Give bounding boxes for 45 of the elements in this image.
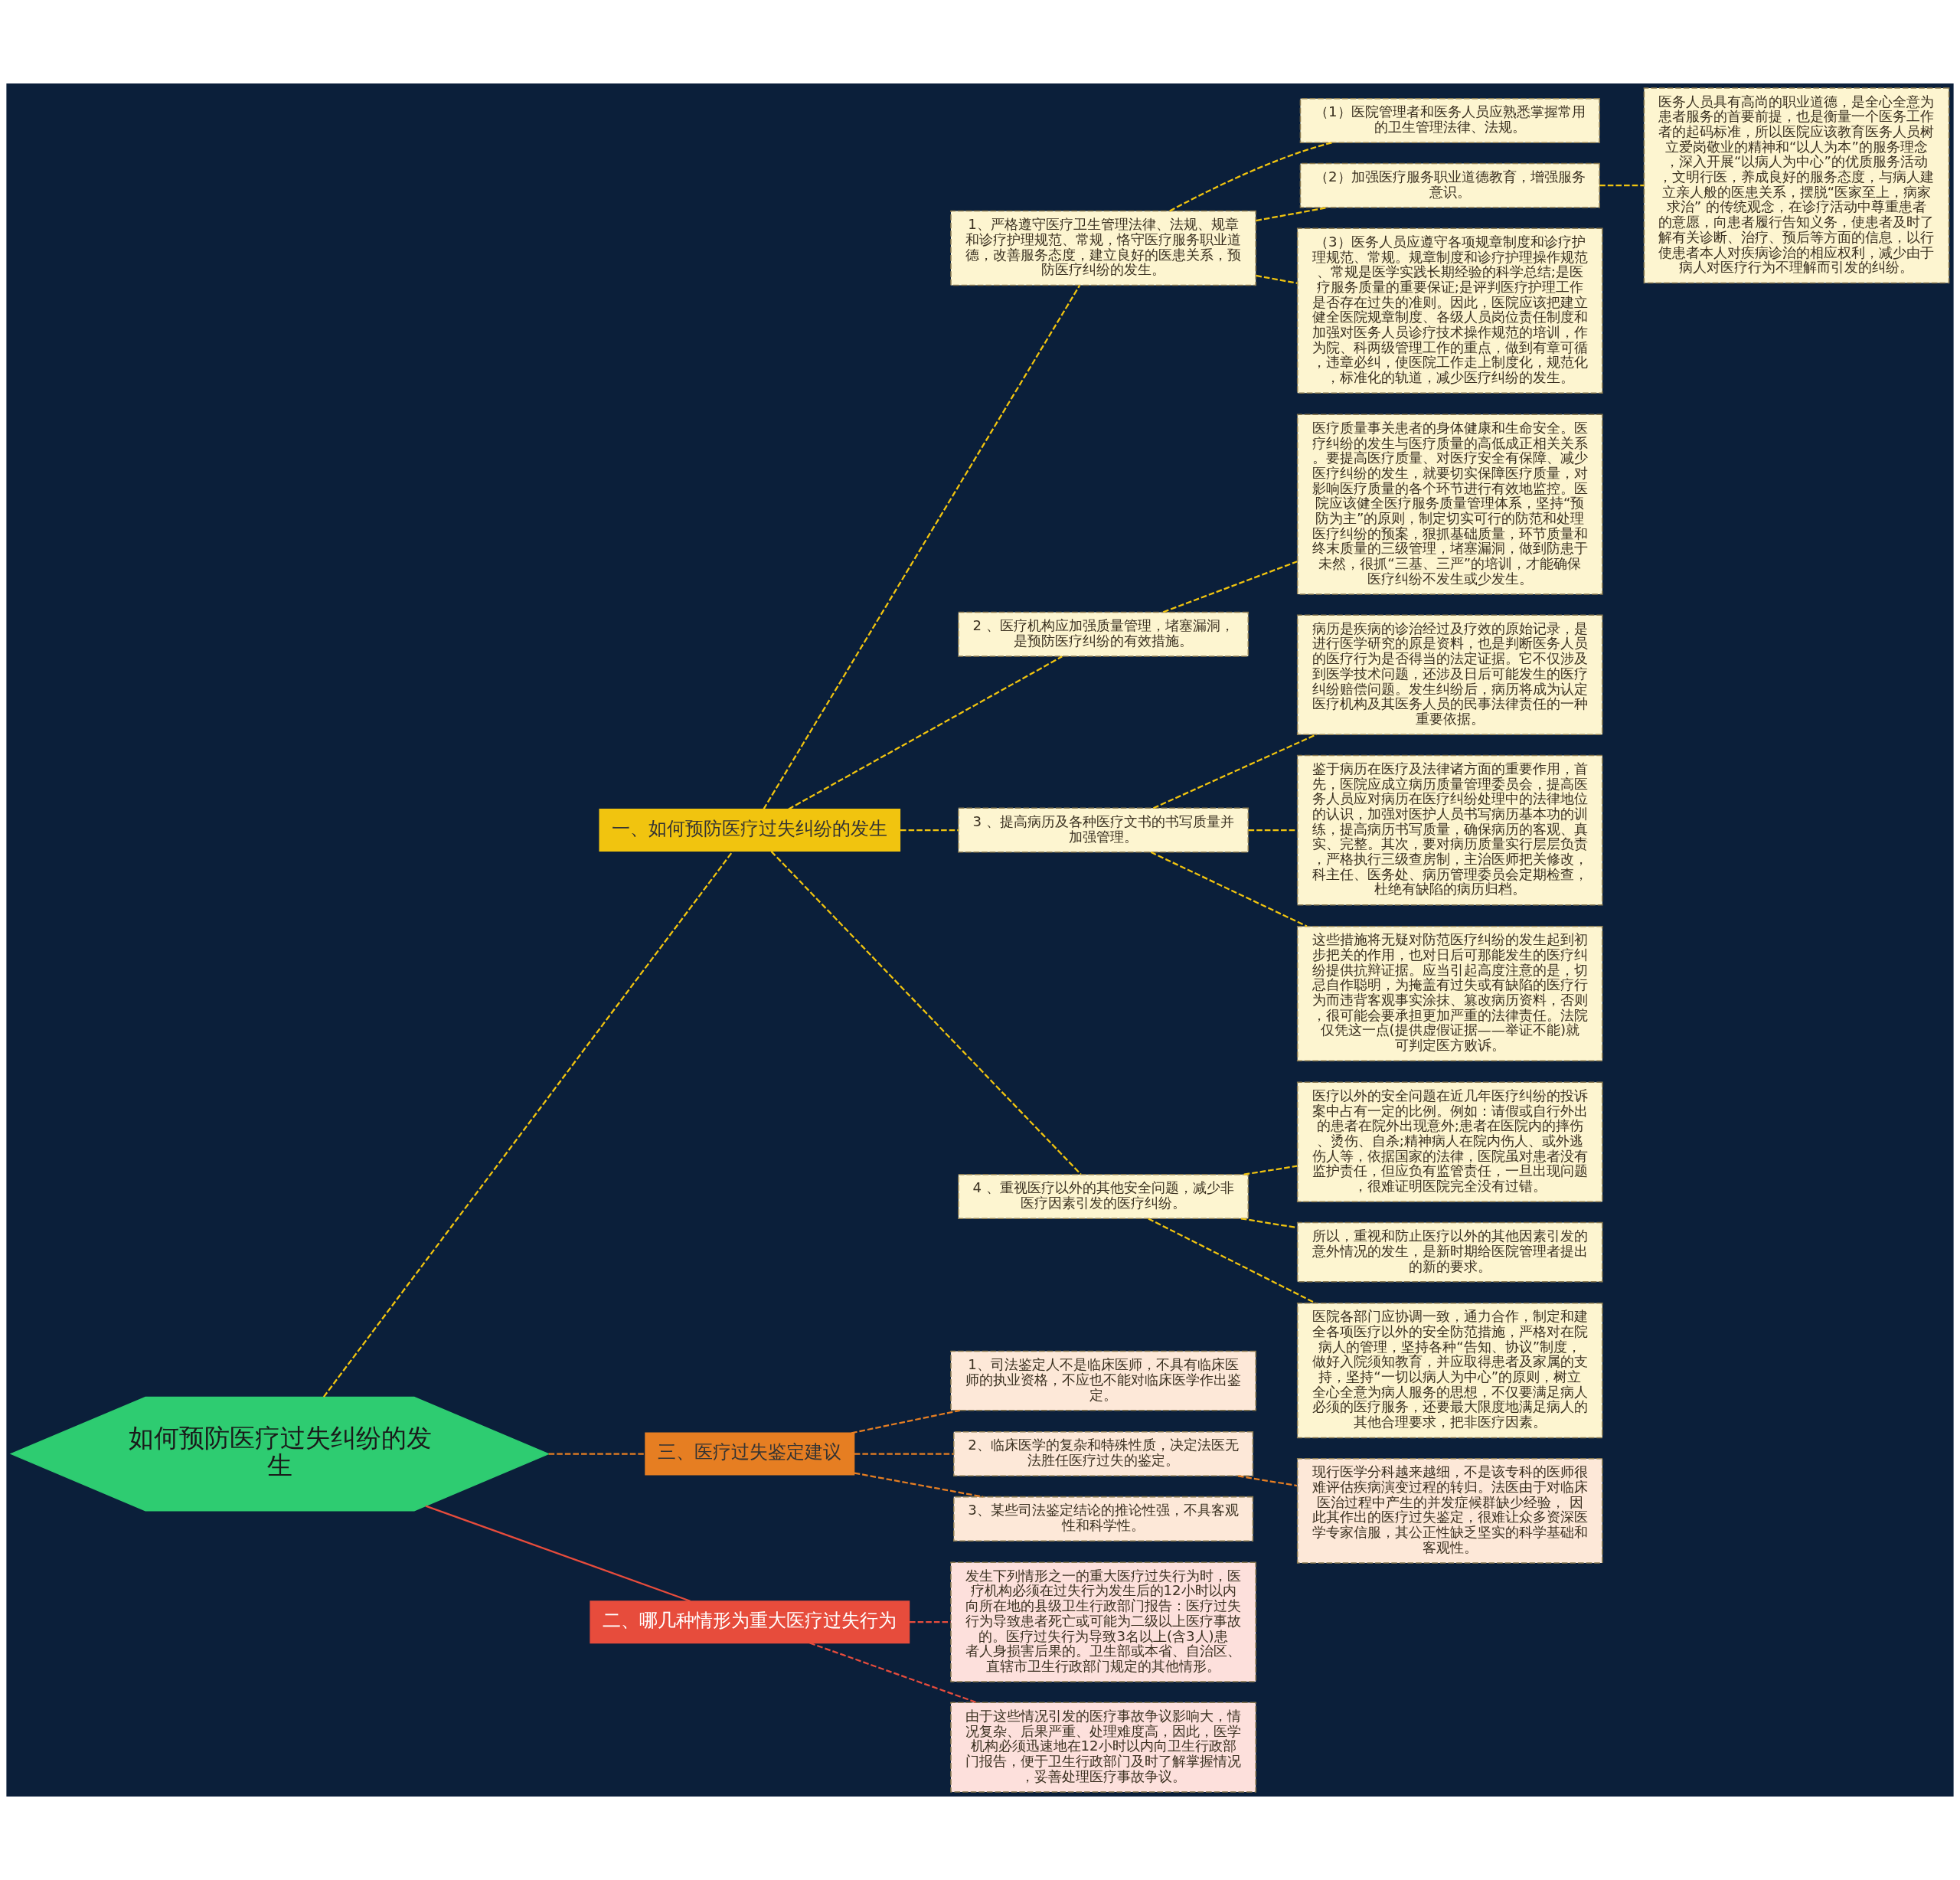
connector xyxy=(763,284,1081,810)
node-box: 医务人员具有高尚的职业道德，是全心全意为患者服务的首要前提，也是衡量一个医务工作者的起码标准，所以医院应该教育医务人员树立爱岗敬业的精神和“以人为本”的服务理念，深入开展“以病人为中心”的优质服务活动，文明行医，养成良好的服务态度，与病人建立亲人般的医患关系，摆脱“医家至上，病家求治” 的传统观念，在诊疗活动中尊重患者的意愿，向患者履行告知义务，使患者及时了解有关诊断、治疗、预后等方面的信息，以行使患者本人对疾病诊治的相应权利，减少由于病人对医疗行为不理解而引发的纠纷。 xyxy=(1643,87,1950,284)
connector xyxy=(910,1621,951,1623)
node-box: 现行医学分科越来越细，不是该专科的医师很难评估疾病演变过程的转归。法医由于对临床医治过程中产生的并发症候群缺少经验， 因此其作出的医疗过失鉴定，很难让众多资深医学专家信服，其公正性缺乏坚实的科学基础和客观性。 xyxy=(1296,1457,1603,1564)
node-box: 3、某些司法鉴定结论的推论性强，不具客观性和科学性。 xyxy=(953,1496,1254,1542)
connector xyxy=(1162,561,1298,613)
connector xyxy=(1237,1475,1298,1487)
connector xyxy=(1153,734,1317,809)
connector xyxy=(854,1453,954,1455)
node-box: 所以，重视和防止医疗以外的其他因素引发的意外情况的发生，是新时期给医院管理者提出的新的要求。 xyxy=(1296,1221,1603,1283)
node-box: 医疗以外的安全问题在近几年医疗纠纷的投诉案中占有一定的比例。例如：请假或自行外出的患者在院外出现意外;患者在医院内的摔伤、烫伤、自杀;精神病人在院内伤人、或外逃伤人等，依据国家的法律，医院虽对患者没有监护责任，但应负有监管责任，一旦出现问题，很难证明医院完全没有过错。 xyxy=(1296,1081,1603,1203)
connector xyxy=(1243,1165,1298,1175)
node-box: 1、司法鉴定人不是临床医师，不具有临床医师的执业资格，不应也不能对临床医学作出鉴定。 xyxy=(950,1350,1256,1411)
node-box: 发生下列情形之一的重大医疗过失行为时，医疗机构必须在过失行为发生后的12小时以内向所在地的县级卫生行政部门报告：医疗过失行为导致患者死亡或可能为二级以上医疗事故的。医疗过失行为导致3名以上(含3人)患者人身损害后果的。卫生部或本省、自治区、直辖市卫生行政部门规定的其他情形。 xyxy=(950,1561,1256,1682)
connector xyxy=(1169,142,1332,212)
node-box: 2、临床医学的复杂和特殊性质，决定法医无法胜任医疗过失的鉴定。 xyxy=(953,1431,1254,1477)
node-box: 由于这些情况引发的医疗事故争议影响大，情况复杂、后果严重、处理难度高，因此，医学机构必须迅速地在12小时以内向卫生行政部门报告，便于卫生行政部门及时了解掌握情况，妥善处理医疗事故争议。 xyxy=(950,1702,1256,1793)
connector xyxy=(770,851,1082,1175)
node-box: 医疗质量事关患者的身体健康和生命安全。医疗纠纷的发生与医疗质量的高低成正相关关系。要提高医疗质量、对医疗安全有保障、减少医疗纠纷的发生，就要切实保障医疗质量，对影响医疗质量的各个环节进行有效地监控。医院应该健全医疗服务质量管理体系，坚持“预防为主”的原则，制定切实可行的防范和处理医疗纠纷的预案，狠抓基础质量，环节质量和终末质量的三级管理，堵塞漏洞，做到防患于未然，很抓“三基、三严”的培训，才能确保医疗纠纷不发生或少发生。 xyxy=(1296,414,1603,595)
node-box: （3）医务人员应遵守各项规章制度和诊疗护理规范、常规。规章制度和诊疗护理操作规范、常规是医学实践长期经验的科学总结;是医疗服务质量的重要保证;是评判医疗护理工作是否存在过失的准则。因此，医院应该把建立健全医院规章制度、各级人员岗位责任制度和加强对医务人员诊疗技术操作规范的培训，作为院、科两级管理工作的重点，做到有章可循，违章必纠，使医院工作走上制度化，规范化，标准化的轨道，减少医疗纠纷的发生。 xyxy=(1296,227,1603,394)
node-box: （1）医院管理者和医务人员应熟悉掌握常用的卫生管理法律、法规。 xyxy=(1299,97,1600,143)
node-box: 一、如何预防医疗过失纠纷的发生 xyxy=(599,809,901,852)
connector xyxy=(851,1409,961,1434)
connector xyxy=(788,656,1063,810)
connector xyxy=(809,1642,978,1704)
connector xyxy=(1599,185,1645,187)
node-box: 1、严格遵守医疗卫生管理法律、法规、规章和诊疗护理规范、常规，恪守医疗服务职业道德，改善服务态度，建立良好的医患关系，预防医疗纠纷的发生。 xyxy=(950,210,1256,286)
node-box: 三、医疗过失鉴定建议 xyxy=(645,1432,855,1476)
connector xyxy=(1150,851,1308,927)
node-box: 病历是疾病的诊治经过及疗效的原始记录，是进行医学研究的原是资料，也是判断医务人员的医疗行为是否得当的法定证据。它不仅涉及到医学技术问题，还涉及日后可能发生的医疗纠纷赔偿问题。发生纠纷后，病历将成为认定医疗机构及其医务人员的民事法律责任的一种重要依据。 xyxy=(1296,614,1603,735)
node-box: 4 、重视医疗以外的其他安全问题，减少非医疗因素引发的医疗纠纷。 xyxy=(958,1173,1250,1219)
node-box: 二、哪几种情形为重大医疗过失行为 xyxy=(590,1600,910,1644)
connector xyxy=(900,829,959,832)
connector xyxy=(548,1453,645,1455)
node-box: 3 、提高病历及各种医疗文书的书写质量并加强管理。 xyxy=(958,807,1250,853)
node-box: 这些措施将无疑对防范医疗纠纷的发生起到初步把关的作用，也对日后可那能发生的医疗纠纷提供抗辩证据。应当引起高度注意的是，切忌自作聪明，为掩盖有过失或有缺陷的医疗行为而违背客观事实涂抹、篡改病历资料，否则，很可能会要承担更加严重的法律责任。法院仅凭这一点(提供虚假证据——举证不能)就可判定医方败诉。 xyxy=(1296,925,1603,1062)
node-box: 医院各部门应协调一致，通力合作，制定和建全各项医疗以外的安全防范措施，严格对在院病人的管理，坚持各种“告知、协议”制度，做好入院须知教育，并应取得患者及家属的支持，坚持“一切以病人为中心”的原则，树立全心全意为病人服务的思想，不仅要满足病人必须的医疗服务，还要最大限度地满足病人的其他合理要求，把非医疗因素。 xyxy=(1296,1303,1603,1439)
node-box: 2 、医疗机构应加强质量管理，堵塞漏洞，是预防医疗纠纷的有效措施。 xyxy=(958,611,1250,657)
connector xyxy=(1256,274,1298,284)
node-box: 鉴于病历在医疗及法律诸方面的重要作用，首先，医院应成立病历质量管理委员会，提高医务人员应对病历在医疗纠纷处理中的法律地位的认识，加强对医护人员书写病历基本功的训练，提高病历书写质量，确保病历的客观、真实、完整。其次，要对病历质量实行层层负责，严格执行三级查房制，主治医师把关修改，科主任、医务处、病历管理委员会定期检查，杜绝有缺陷的病历归档。 xyxy=(1296,754,1603,906)
connector xyxy=(1256,207,1328,222)
node-box: （2）加强医疗服务职业道德教育，增强服务意识。 xyxy=(1299,162,1600,208)
connector xyxy=(425,1505,691,1602)
connector xyxy=(854,1472,983,1498)
connector xyxy=(322,850,733,1398)
